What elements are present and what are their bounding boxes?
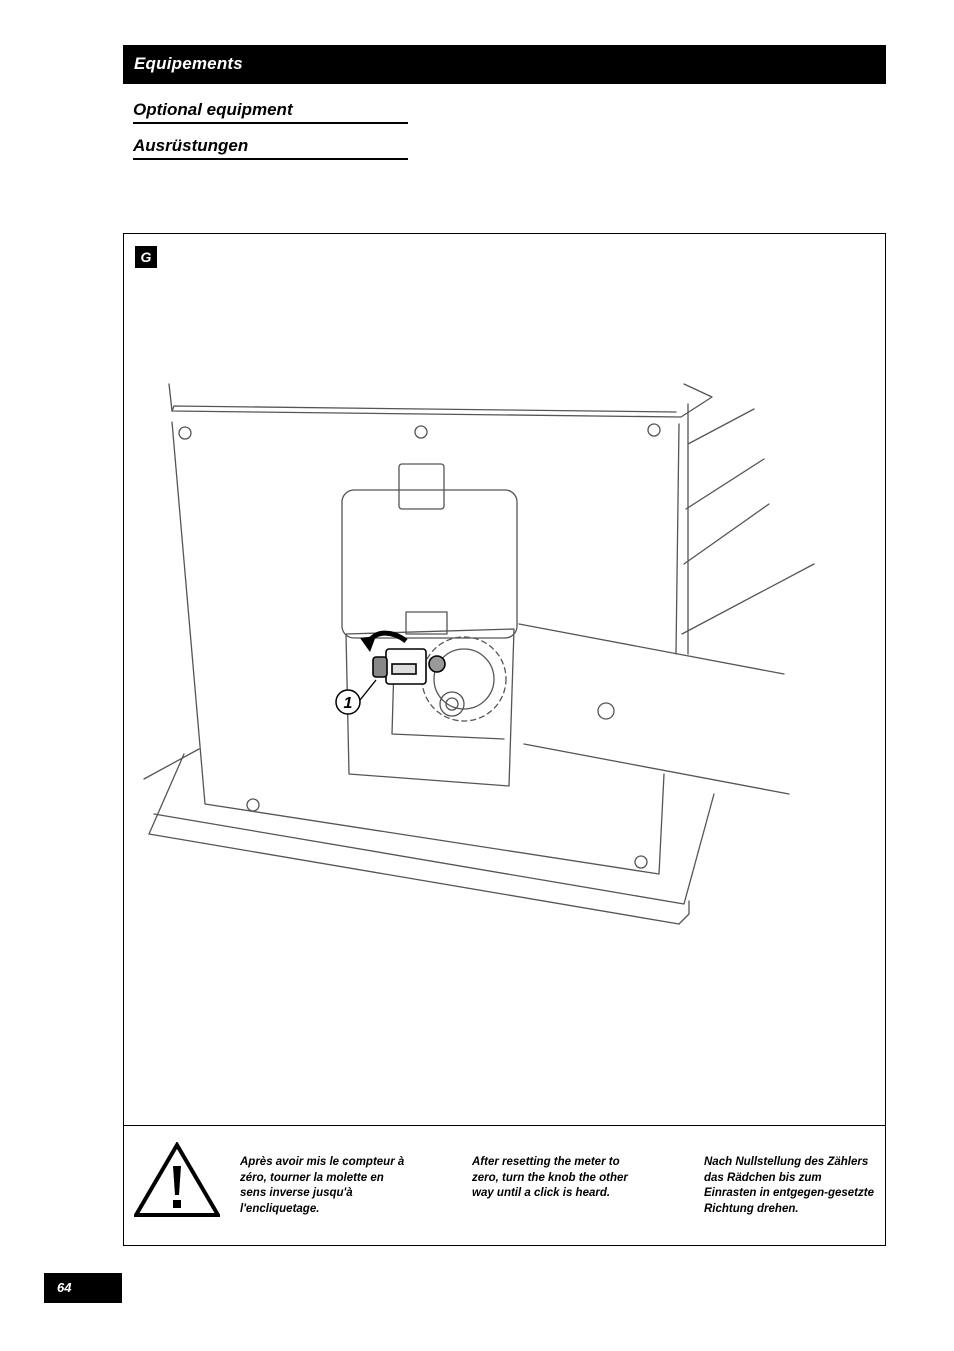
page-number-box: 64 <box>44 1273 122 1303</box>
page-number: 64 <box>57 1280 72 1295</box>
header-bar: Equipements <box>123 45 886 84</box>
warning-note-english: After resetting the meter to zero, turn … <box>472 1156 628 1199</box>
subtitle-german: Ausrüstungen <box>133 136 408 160</box>
section-title: Equipements <box>134 54 243 73</box>
figure-frame: G <box>123 233 886 1246</box>
subtitle-english: Optional equipment <box>133 100 408 124</box>
warning-note-german: Nach Nullstellung des Zählers das Rädche… <box>704 1156 874 1215</box>
callout-number: 1 <box>344 695 353 712</box>
figure-divider <box>124 1125 885 1126</box>
figure-label: G <box>135 246 157 268</box>
warning-note-french: Après avoir mis le compteur à zéro, tour… <box>240 1156 405 1215</box>
warning-triangle-icon <box>134 1142 220 1217</box>
counter-reset-knob-illustration: 1 <box>143 383 815 925</box>
